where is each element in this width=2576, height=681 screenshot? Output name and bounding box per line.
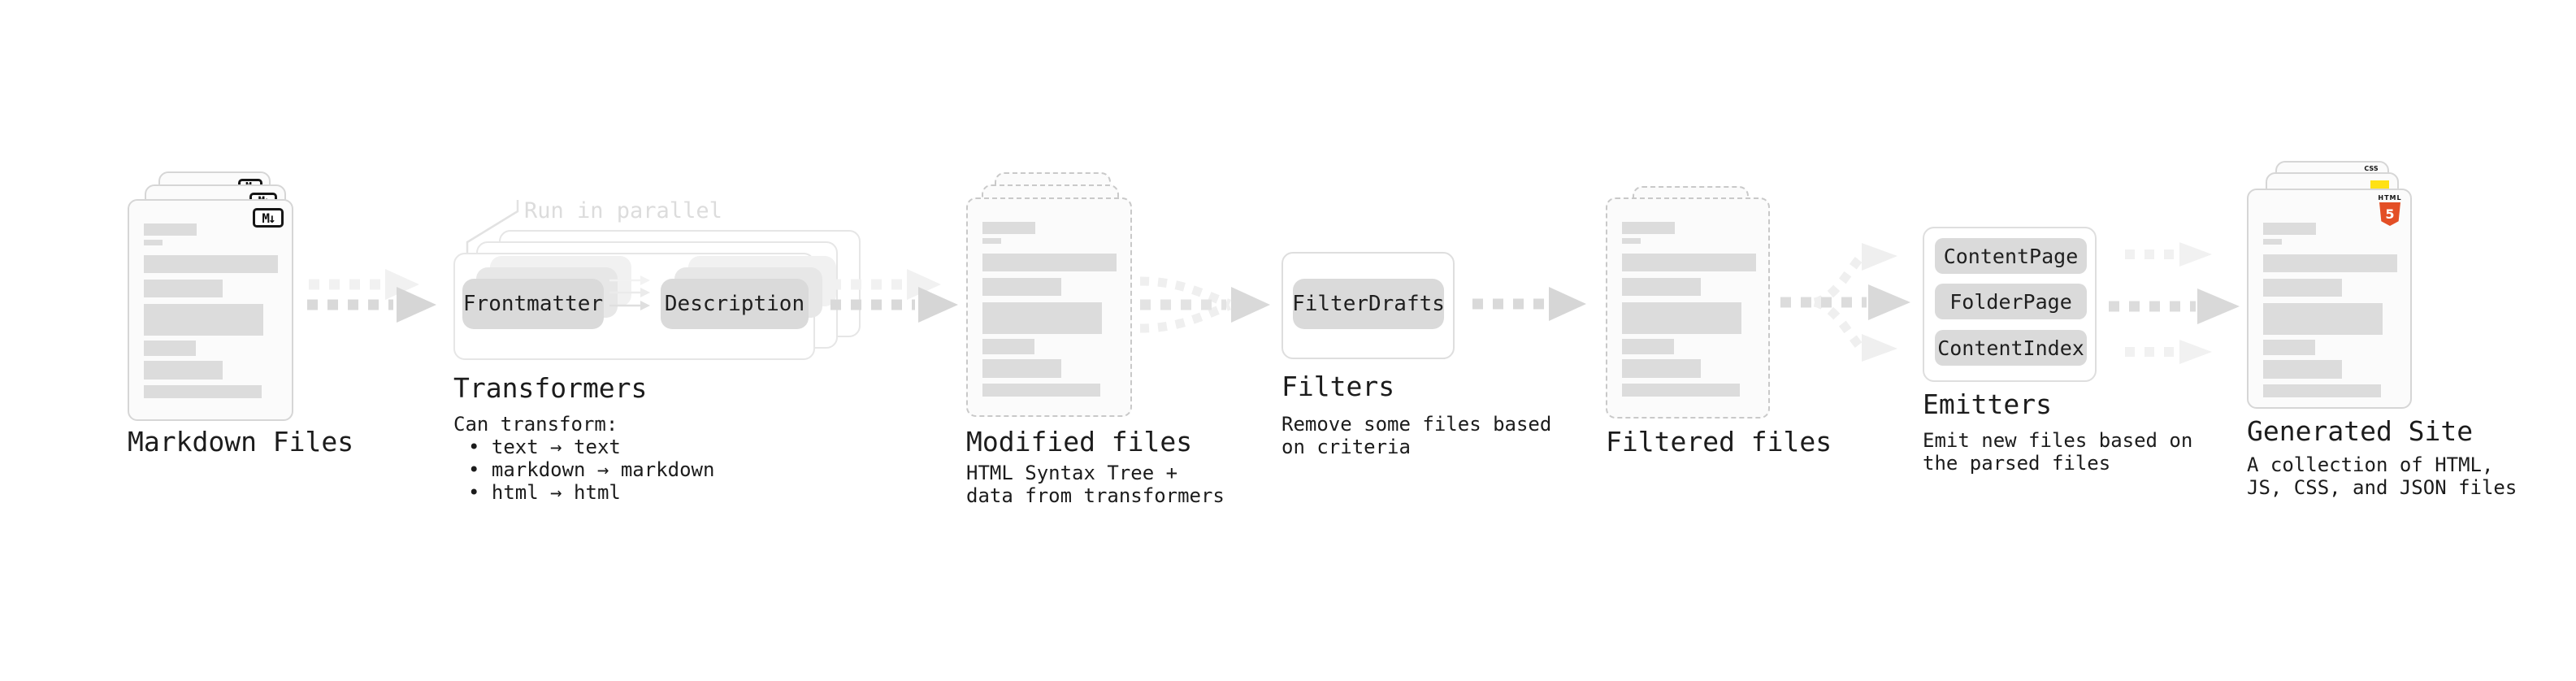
- placeholder-bar: [144, 340, 196, 356]
- js-badge: [2370, 180, 2389, 190]
- generated-site-desc-line: A collection of HTML,: [2247, 453, 2494, 476]
- transformer-mini-arrows: [609, 275, 650, 310]
- markdown-files-label: Markdown Files: [128, 426, 354, 458]
- placeholder-bar: [1622, 278, 1701, 296]
- placeholder-bar: [144, 223, 197, 236]
- filtered-file-front: [1606, 197, 1770, 419]
- emitters-desc-line: Emit new files based on: [1923, 429, 2193, 452]
- transformers-bullet: • html → html: [468, 481, 621, 504]
- filters-desc-line: Remove some files based: [1281, 413, 1552, 436]
- file-text-placeholder: [144, 223, 278, 398]
- placeholder-bar: [1622, 254, 1756, 271]
- transformers-desc-intro: Can transform:: [453, 413, 618, 436]
- placeholder-bar: [982, 222, 1035, 234]
- folderpage-pill: FolderPage: [1935, 284, 2087, 319]
- generated-site-description: A collection of HTML, JS, CSS, and JSON …: [2247, 453, 2517, 499]
- placeholder-bar: [982, 278, 1061, 296]
- filters-description: Remove some files based on criteria: [1281, 413, 1551, 458]
- css-badge-label: CSS: [2364, 165, 2379, 172]
- transformers-bullet: • text → text: [468, 436, 621, 458]
- placeholder-bar: [2263, 239, 2282, 245]
- arrow-transformers-to-modified: [830, 269, 958, 323]
- modified-files-description: HTML Syntax Tree + data from transformer…: [966, 462, 1225, 507]
- transformers-bullet: • markdown → markdown: [468, 458, 715, 481]
- placeholder-bar: [2263, 223, 2316, 235]
- placeholder-bar: [144, 280, 223, 297]
- placeholder-bar: [1622, 359, 1701, 378]
- filters-label: Filters: [1281, 371, 1395, 402]
- placeholder-bar: [982, 339, 1034, 354]
- placeholder-bar: [144, 304, 263, 336]
- placeholder-bar: [1622, 222, 1675, 234]
- emitters-description: Emit new files based on the parsed files: [1923, 429, 2192, 475]
- arrow-filters-to-filtered: [1472, 287, 1586, 321]
- generated-site-desc-line: JS, CSS, and JSON files: [2247, 476, 2517, 499]
- placeholder-bar: [1622, 339, 1674, 354]
- site-file-front: HTML 5: [2247, 189, 2412, 409]
- file-text-placeholder: [1622, 222, 1756, 397]
- contentindex-pill: ContentIndex: [1935, 330, 2087, 366]
- file-text-placeholder: [982, 222, 1117, 397]
- html5-shield: 5: [2379, 202, 2400, 226]
- placeholder-bar: [144, 361, 223, 380]
- placeholder-bar: [2263, 279, 2342, 297]
- arrow-emitters-to-site-triple: [2109, 242, 2240, 364]
- modified-files-label: Modified files: [966, 426, 1193, 458]
- emitters-label: Emitters: [1923, 388, 2052, 420]
- placeholder-bar: [982, 238, 1001, 244]
- placeholder-bar: [2263, 303, 2383, 335]
- filtered-files-label: Filtered files: [1606, 426, 1832, 458]
- modified-file-front: [966, 197, 1132, 417]
- placeholder-bar: [144, 385, 262, 398]
- description-pill: Description: [661, 279, 809, 329]
- file-text-placeholder: [2263, 223, 2397, 397]
- placeholder-bar: [982, 384, 1100, 397]
- placeholder-bar: [1622, 238, 1641, 244]
- html5-word: HTML: [2378, 194, 2402, 202]
- filters-desc-line: on criteria: [1281, 436, 1411, 458]
- annotation-connector-line: [466, 200, 519, 258]
- emitters-desc-line: the parsed files: [1923, 452, 2111, 475]
- arrow-modified-to-filters-merge: [1139, 276, 1270, 333]
- placeholder-bar: [982, 302, 1102, 334]
- transformers-description: Can transform: • text → text • markdown …: [453, 413, 714, 504]
- placeholder-bar: [2263, 340, 2315, 355]
- html5-icon: HTML 5: [2377, 194, 2403, 226]
- placeholder-bar: [144, 240, 163, 245]
- modified-files-desc-line: data from transformers: [966, 484, 1225, 507]
- modified-files-desc-line: HTML Syntax Tree +: [966, 462, 1178, 484]
- frontmatter-pill: Frontmatter: [462, 279, 604, 329]
- arrow-markdown-to-transformers: [307, 269, 436, 323]
- generated-site-label: Generated Site: [2247, 415, 2474, 447]
- placeholder-bar: [982, 254, 1117, 271]
- transformers-label: Transformers: [453, 372, 648, 404]
- placeholder-bar: [1622, 384, 1740, 397]
- placeholder-bar: [2263, 384, 2381, 397]
- run-in-parallel-annotation: Run in parallel: [524, 198, 722, 223]
- placeholder-bar: [1622, 302, 1741, 334]
- arrow-filtered-to-emitters-fanout: [1780, 243, 1910, 362]
- placeholder-bar: [2263, 360, 2342, 379]
- filterdrafts-pill: FilterDrafts: [1292, 279, 1445, 329]
- markdown-icon: M↓: [253, 208, 284, 228]
- placeholder-bar: [144, 255, 278, 273]
- placeholder-bar: [982, 359, 1061, 378]
- contentpage-pill: ContentPage: [1935, 238, 2087, 274]
- markdown-file-front: M↓: [128, 199, 293, 421]
- placeholder-bar: [2263, 254, 2397, 272]
